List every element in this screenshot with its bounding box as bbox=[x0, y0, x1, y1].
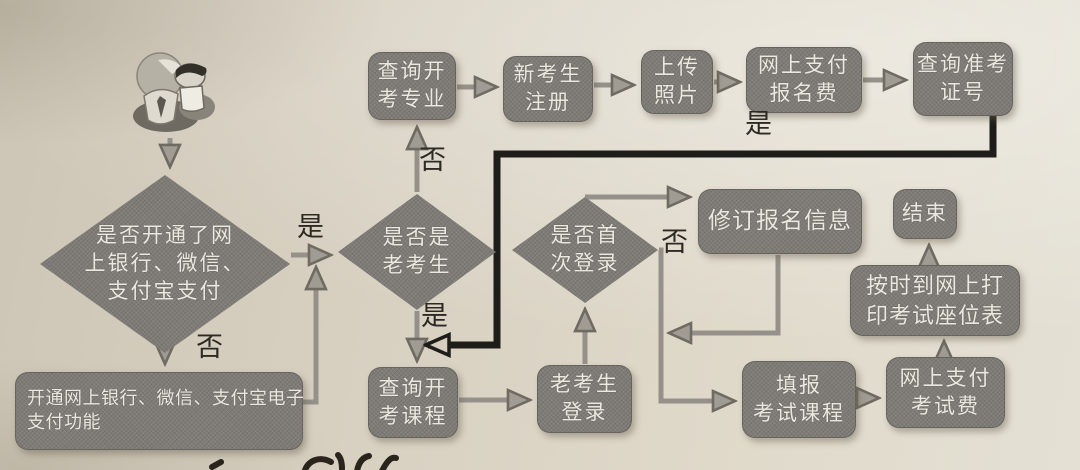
node-label-line: 次登录 bbox=[550, 251, 620, 275]
node-label-line: 老考生 bbox=[550, 372, 619, 397]
node-new-register: 新考生 注册 bbox=[503, 56, 593, 122]
two-users-icon bbox=[133, 52, 215, 132]
node-label-line: 印考试座位表 bbox=[865, 302, 1004, 328]
connector-open-payment-return bbox=[302, 269, 316, 405]
node-label-line: 考课程 bbox=[378, 403, 448, 428]
node-fill-exam-courses: 填报 考试课程 bbox=[742, 361, 856, 438]
node-label-line: 网上支付 bbox=[758, 53, 850, 78]
node-query-major: 查询开 考专业 bbox=[368, 52, 456, 120]
connector-revise-to-join bbox=[671, 255, 781, 333]
node-label-line: 登录 bbox=[561, 400, 608, 424]
node-end: 结束 bbox=[893, 189, 957, 239]
node-label-line: 是否首 bbox=[550, 223, 620, 248]
node-open-payment: 开通网上银行、微信、支付宝电子 支付功能 bbox=[15, 372, 305, 450]
node-query-admission-number: 查询准考 证号 bbox=[913, 42, 1013, 116]
node-label-line: 查询准考 bbox=[917, 52, 1009, 77]
node-label-line: 查询开 bbox=[378, 375, 448, 400]
node-old-examinee-login: 老考生 登录 bbox=[537, 365, 632, 433]
node-label-line: 支付功能 bbox=[27, 412, 101, 432]
node-pay-registration-fee: 网上支付 报名费 bbox=[746, 47, 862, 113]
node-query-courses: 查询开 考课程 bbox=[368, 367, 458, 438]
node-label-line: 报名费 bbox=[769, 81, 839, 105]
node-label-line: 证号 bbox=[940, 80, 986, 104]
edge-label-yes: 是 bbox=[745, 109, 772, 139]
node-label-line: 考专业 bbox=[377, 87, 447, 111]
node-label-line: 上银行、微信、 bbox=[84, 251, 246, 276]
node-label-line: 支付宝支付 bbox=[107, 278, 223, 303]
node-label-line: 结束 bbox=[902, 201, 948, 226]
node-label-line: 修订报名信息 bbox=[708, 208, 852, 234]
node-label-line: 网上支付 bbox=[899, 365, 992, 390]
node-label-line: 新考生 bbox=[513, 62, 583, 87]
node-label-line: 上传 bbox=[654, 55, 700, 80]
node-label-line: 老考生 bbox=[382, 253, 452, 277]
node-label-line: 注册 bbox=[525, 90, 571, 114]
edge-label-yes: 是 bbox=[421, 301, 448, 331]
node-label-line: 考试课程 bbox=[753, 400, 845, 425]
node-label-line: 是否是 bbox=[382, 225, 452, 250]
node-label-line: 是否开通了网 bbox=[96, 223, 234, 248]
connector-ticket-return-bold bbox=[428, 116, 997, 345]
node-print-seat-table: 按时到网上打 印考试座位表 bbox=[850, 265, 1020, 336]
node-label-line: 考试费 bbox=[911, 393, 980, 418]
edge-label-no: 否 bbox=[196, 332, 223, 362]
connector-first-login-no bbox=[658, 247, 733, 401]
edge-label-no: 否 bbox=[419, 145, 446, 175]
node-pay-exam-fee: 网上支付 考试费 bbox=[886, 357, 1005, 428]
node-label-line: 开通网上银行、微信、支付宝电子 bbox=[27, 388, 305, 409]
node-label-line: 填报 bbox=[776, 372, 822, 397]
node-revise-registration-info: 修订报名信息 bbox=[698, 189, 862, 254]
node-label-line: 查询开 bbox=[377, 59, 447, 84]
cropped-caption-strokes bbox=[209, 452, 399, 470]
node-upload-photo: 上传 照片 bbox=[641, 50, 713, 114]
edge-label-yes: 是 bbox=[297, 212, 324, 242]
node-label-line: 按时到网上打 bbox=[865, 273, 1004, 299]
node-label-line: 照片 bbox=[654, 83, 700, 107]
edge-label-no: 否 bbox=[661, 227, 688, 257]
